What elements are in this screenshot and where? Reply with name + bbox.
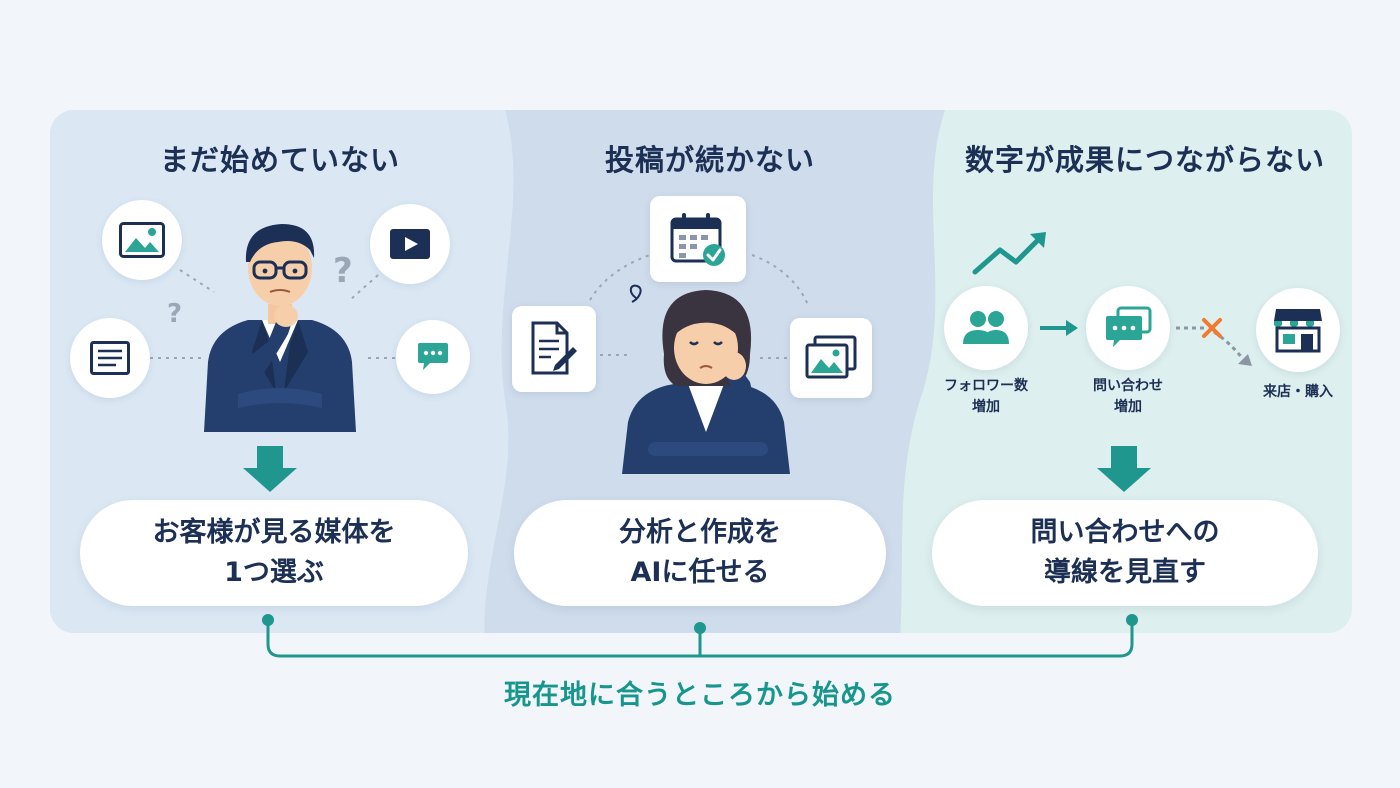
store-icon-circle: [1256, 288, 1340, 372]
trend-up-icon: [972, 232, 1046, 275]
chat-bubbles-icon-circle: [1086, 286, 1170, 370]
solution-1-line1: お客様が見る媒体を: [152, 517, 396, 548]
panel-2-title: 投稿が続かない: [604, 143, 815, 177]
solution-2-line1: 分析と作成を: [619, 517, 781, 548]
chat-icon: [418, 343, 448, 370]
panel-1-title: まだ始めていない: [159, 143, 400, 177]
video-icon-circle: [370, 204, 450, 284]
solution-pill-1: お客様が見る媒体を 1つ選ぶ: [80, 500, 468, 606]
calendar-icon: [670, 213, 725, 266]
chat-icon-circle: [396, 320, 470, 394]
store-icon: [1274, 309, 1322, 353]
document-icon: [90, 341, 130, 375]
image-icon-circle: [102, 200, 182, 280]
panel-3-title: 数字が成果につながらない: [964, 143, 1325, 177]
down-arrows: [243, 446, 1151, 492]
footer-message: 現在地に合うところから始める: [504, 680, 896, 711]
document-icon-circle: [70, 318, 150, 398]
video-icon: [390, 229, 430, 259]
solution-1-line2: 1つ選ぶ: [224, 557, 324, 588]
flow-step-inquiries: 問い合わせ 増加: [1093, 378, 1163, 415]
blocked-flow-arrow: [1176, 318, 1252, 366]
gallery-icon-tile: [790, 318, 872, 398]
users-icon: [963, 311, 1009, 344]
flow-arrow: [1040, 320, 1078, 336]
svg-text:?: ?: [333, 251, 353, 291]
image-icon: [119, 222, 165, 258]
solution-pill-2: 分析と作成を AIに任せる: [514, 500, 886, 606]
solution-3-line2: 導線を見直す: [1044, 557, 1206, 588]
flow-step-store-visit: 来店・購入: [1263, 384, 1333, 400]
users-icon-circle: [944, 286, 1028, 370]
chat-bubbles-icon: [1106, 306, 1152, 347]
flow-step-followers: フォロワー数 増加: [944, 378, 1028, 415]
solution-3-line1: 問い合わせへの: [1030, 517, 1220, 548]
solution-pill-3: 問い合わせへの 導線を見直す: [932, 500, 1318, 606]
thinking-man-illustration: [204, 224, 356, 432]
calendar-icon-tile: [650, 196, 746, 282]
tired-woman-illustration: [622, 290, 790, 474]
gallery-icon: [805, 335, 857, 379]
solution-2-line2: AIに任せる: [630, 557, 770, 588]
edit-document-icon: [531, 321, 577, 375]
svg-text:?: ?: [167, 299, 182, 329]
edit-document-icon-tile: [512, 306, 596, 392]
